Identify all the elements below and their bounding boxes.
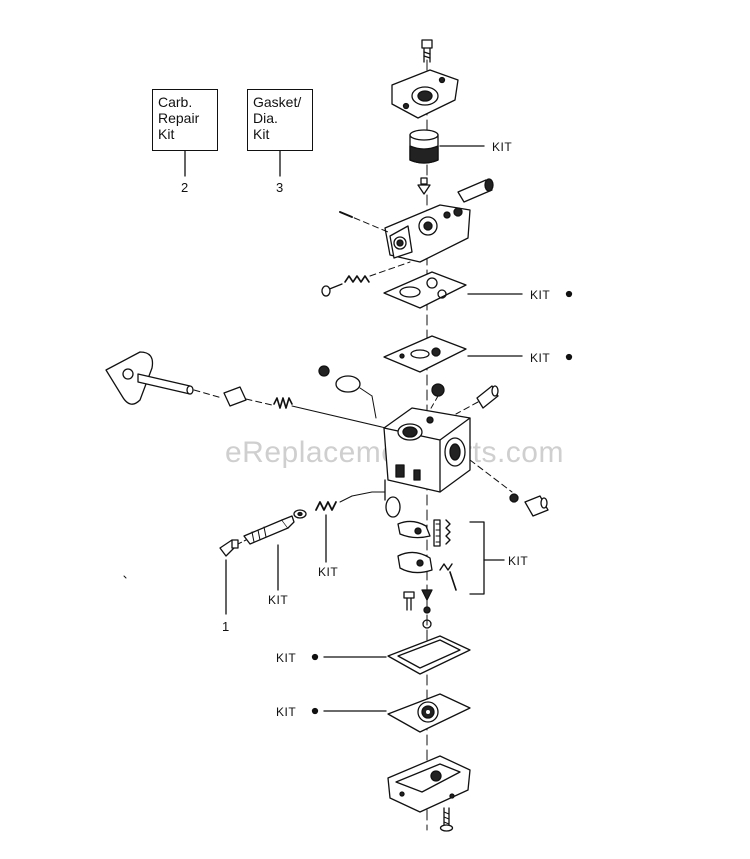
dash-link bbox=[245, 398, 273, 406]
throttle-plate bbox=[318, 365, 377, 419]
legend-line: Gasket/ bbox=[253, 94, 302, 110]
metering-screw bbox=[403, 591, 415, 611]
bottom-screw bbox=[439, 807, 454, 832]
welch-plug-right bbox=[455, 385, 499, 415]
screw-and-spring bbox=[321, 261, 411, 297]
needle-washer bbox=[293, 509, 307, 519]
dash-link bbox=[237, 539, 247, 545]
part-number-1: 1 bbox=[222, 619, 230, 634]
leader-to-body bbox=[351, 491, 386, 497]
top-screw bbox=[421, 39, 433, 63]
kit-label-metering-gasket: KIT bbox=[276, 651, 297, 665]
legend-line: Carb. bbox=[158, 94, 193, 110]
inlet-needle bbox=[421, 589, 433, 629]
fuel-inlet-fitting bbox=[469, 459, 549, 517]
kit-label-pump-gasket: KIT bbox=[530, 288, 551, 302]
kit-label-metering-parts: KIT bbox=[508, 554, 529, 568]
adjusting-needle bbox=[243, 515, 295, 545]
limiter-cap bbox=[219, 539, 239, 557]
throttle-shaft bbox=[105, 351, 223, 405]
dash-link bbox=[344, 213, 389, 233]
metering-parts bbox=[385, 496, 457, 591]
welch-plug-upper bbox=[457, 178, 494, 203]
leader-to-body bbox=[291, 405, 387, 429]
margin-mark bbox=[123, 575, 127, 579]
shaft-spring bbox=[273, 397, 293, 409]
kit-label-needle-spring: KIT bbox=[318, 565, 339, 579]
legend-line: Dia. bbox=[253, 110, 278, 126]
kit-bracket bbox=[469, 521, 485, 595]
carburetor-body bbox=[383, 407, 471, 501]
legend-number-3: 3 bbox=[276, 180, 284, 195]
kit-dot bbox=[311, 653, 319, 661]
pump-body bbox=[384, 204, 471, 263]
metering-gasket bbox=[387, 635, 471, 675]
kit-dot bbox=[565, 290, 573, 298]
metering-cover bbox=[387, 755, 471, 813]
leader-to-body bbox=[339, 495, 353, 503]
kit-dot bbox=[311, 707, 319, 715]
kit-label-metering-diaphragm: KIT bbox=[276, 705, 297, 719]
pump-diaphragm bbox=[383, 335, 467, 373]
kit-label-filter: KIT bbox=[492, 140, 513, 154]
legend-box-gasket-dia-kit: Gasket/ Dia. Kit bbox=[247, 89, 313, 151]
metering-diaphragm bbox=[387, 693, 471, 733]
kit-label-pump-diaphragm: KIT bbox=[530, 351, 551, 365]
pump-gasket bbox=[383, 271, 467, 309]
kit-label-adjusting-needle: KIT bbox=[268, 593, 289, 607]
needle-spring bbox=[315, 501, 337, 511]
legend-box-carb-repair-kit: Carb. Repair Kit bbox=[152, 89, 218, 151]
small-pin bbox=[339, 211, 353, 218]
kit-dot bbox=[565, 353, 573, 361]
check-valve bbox=[417, 177, 431, 195]
legend-number-2: 2 bbox=[181, 180, 189, 195]
legend-line: Repair bbox=[158, 110, 200, 126]
filter-screen bbox=[409, 129, 439, 164]
legend-line: Kit bbox=[158, 126, 175, 142]
shaft-bushing bbox=[223, 386, 247, 407]
choke-plug bbox=[429, 383, 445, 411]
pump-cover bbox=[391, 69, 459, 119]
legend-line: Kit bbox=[253, 126, 270, 142]
